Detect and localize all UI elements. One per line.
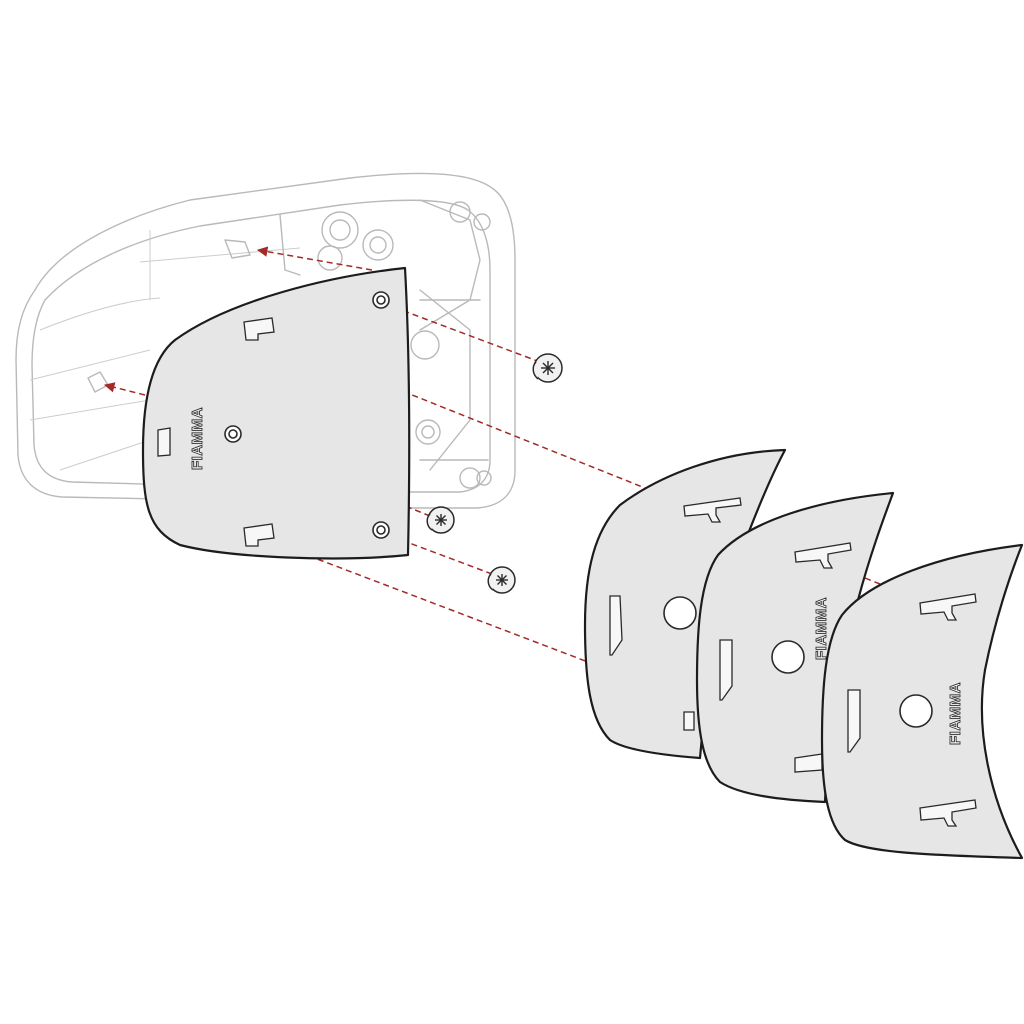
screw-bottom <box>487 566 516 594</box>
replacement-plate-3: FIAMMA <box>820 543 1024 860</box>
cover-plate-side-clip <box>157 427 171 457</box>
cover-plate-slot-bottom <box>243 523 275 547</box>
replacement-plate-2: FIAMMA <box>695 491 895 804</box>
screw-center <box>426 506 455 534</box>
housing-ghost <box>15 172 516 509</box>
arrow-to-housing-left <box>103 382 146 396</box>
cover-plate-slot-top <box>243 317 275 341</box>
cover-plate-logo: FIAMMA <box>189 407 206 470</box>
replacement-plate-3-logo: FIAMMA <box>947 682 964 745</box>
cover-plate: FIAMMA <box>141 266 411 560</box>
phillips-screw-icon <box>435 514 447 526</box>
phillips-screw-icon <box>496 574 508 586</box>
replacement-plate-1 <box>583 448 787 760</box>
replacement-plate-2-logo: FIAMMA <box>813 597 830 660</box>
screw-top <box>532 353 563 383</box>
phillips-screw-icon <box>541 361 555 375</box>
arrow-to-housing-top <box>256 246 373 271</box>
